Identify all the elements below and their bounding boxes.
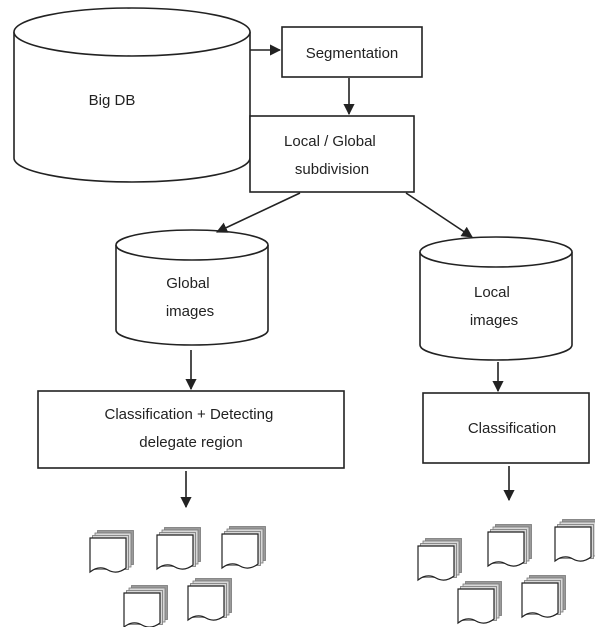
image-stack-icon bbox=[89, 530, 134, 574]
big-db-cylinder: Big DB bbox=[13, 7, 251, 183]
image-stack-icon bbox=[457, 581, 502, 625]
global-images-line-1: Global bbox=[166, 275, 209, 292]
classification-label: Classification bbox=[468, 420, 556, 437]
subdivision-box: Local / Global subdivision bbox=[249, 115, 415, 193]
local-output-images bbox=[417, 519, 595, 625]
image-stack-icon bbox=[487, 524, 532, 568]
image-stack-icon bbox=[554, 519, 595, 563]
arrow-subdivision-to-local bbox=[405, 192, 473, 238]
arrow-subdivision-to-global bbox=[215, 192, 301, 233]
classification-detecting-line-2: delegate region bbox=[139, 434, 242, 451]
subdivision-label: Local / Global subdivision bbox=[284, 133, 380, 178]
classification-detecting-label: Classification + Detecting delegate regi… bbox=[104, 406, 277, 451]
image-stack-icon bbox=[156, 527, 201, 571]
image-stack-icon bbox=[521, 575, 566, 619]
image-stack-icon bbox=[187, 578, 232, 622]
local-images-line-2: images bbox=[470, 312, 518, 329]
local-images-cylinder: Local images bbox=[419, 236, 573, 361]
classification-detecting-line-1: Classification + Detecting bbox=[104, 406, 273, 423]
subdivision-label-line-2: subdivision bbox=[295, 161, 369, 178]
arrows bbox=[180, 44, 515, 509]
segmentation-label: Segmentation bbox=[306, 45, 399, 62]
subdivision-label-line-1: Local / Global bbox=[284, 133, 376, 150]
local-images-line-1: Local bbox=[474, 284, 510, 301]
global-images-label: Global images bbox=[166, 275, 214, 320]
segmentation-box: Segmentation bbox=[281, 26, 423, 78]
big-db-label: Big DB bbox=[89, 92, 136, 109]
global-images-line-2: images bbox=[166, 303, 214, 320]
image-stack-icon bbox=[123, 585, 168, 627]
classification-detecting-box: Classification + Detecting delegate regi… bbox=[37, 390, 345, 469]
global-images-cylinder: Global images bbox=[115, 229, 269, 346]
image-stack-icon bbox=[221, 526, 266, 570]
local-images-label: Local images bbox=[470, 284, 518, 329]
global-output-images bbox=[89, 526, 266, 627]
image-stack-icon bbox=[417, 538, 462, 582]
classification-box: Classification bbox=[422, 392, 590, 464]
